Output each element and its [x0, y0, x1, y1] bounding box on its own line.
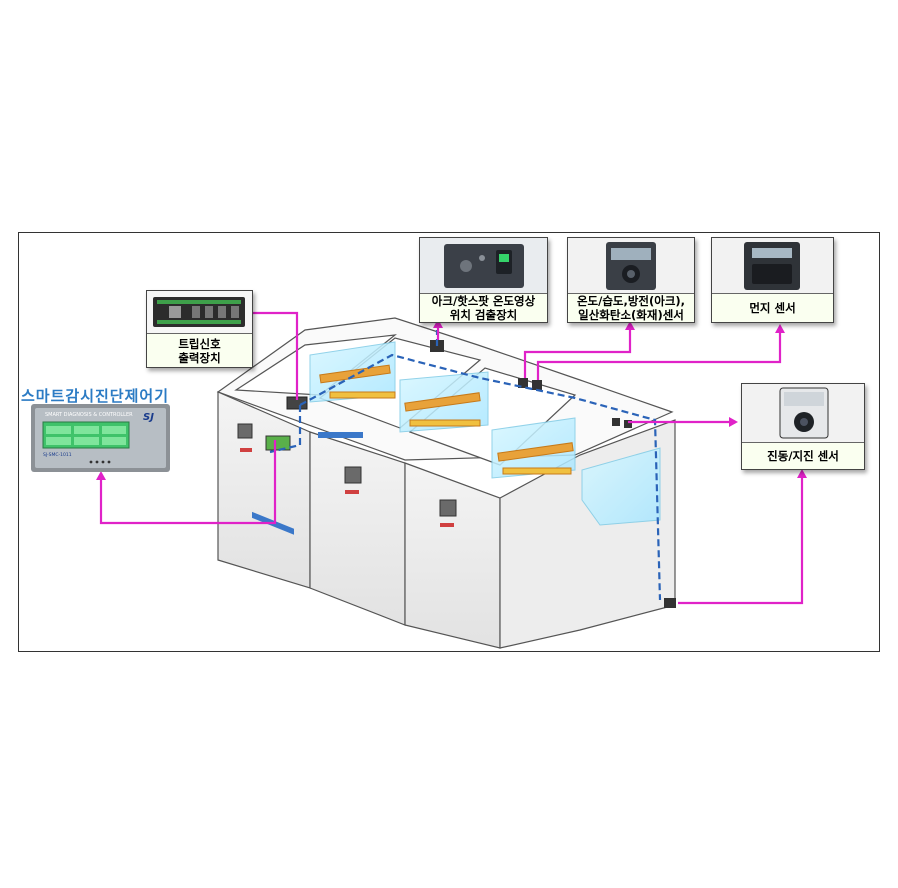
controller-panel-model: SJ-SMC-1011 [43, 452, 72, 458]
vib-sensor-caption: 진동/지진 센서 [742, 442, 864, 469]
env-caption-line-2: 일산화탄소(화재)센서 [578, 308, 684, 322]
glass-side [581, 447, 661, 526]
arc-device-caption: 아크/핫스팟 온도영상 위치 검출장치 [420, 293, 547, 322]
device-box-arc: 아크/핫스팟 온도영상 위치 검출장치 [419, 237, 548, 323]
indicator-1 [240, 448, 252, 452]
vib-sensor-image [742, 384, 864, 442]
link-env-arrowhead [625, 321, 635, 330]
link-dust [536, 330, 782, 380]
device-box-env: 온도/습도,방전(아크), 일산화탄소(화재)센서 [567, 237, 695, 323]
link-controller [99, 440, 277, 525]
front-panel-details [237, 340, 676, 608]
link-env [523, 327, 632, 378]
busbar-2 [329, 391, 396, 399]
controller-panel-logo: SJ [143, 412, 154, 423]
env-caption-line-1: 온도/습도,방전(아크), [576, 294, 686, 308]
trip-device-caption: 트립신호 출력장치 [147, 333, 252, 367]
controller-title: 스마트감시진단제어기 [21, 387, 170, 405]
device-box-dust: 먼지 센서 [711, 237, 834, 323]
link-dust-2-arrowhead [729, 417, 738, 427]
device-box-trip: 트립신호 출력장치 [146, 290, 253, 368]
vib-caption-line-1: 진동/지진 센서 [767, 449, 839, 463]
env-sensor-on-cabinet-1 [518, 378, 528, 388]
dust-sensor-caption: 먼지 센서 [712, 293, 833, 322]
trip-caption-line-2: 출력장치 [178, 350, 221, 365]
arc-device-image [420, 238, 547, 293]
cabinet-front-1 [217, 391, 311, 589]
dust-sensor-on-cabinet [612, 418, 620, 426]
bus-line-branch-1 [269, 405, 302, 454]
dust-caption-line-1: 먼지 센서 [749, 301, 796, 315]
dust-sensor-on-cabinet-2 [624, 420, 632, 428]
busbar-1 [319, 364, 391, 384]
busbars [319, 364, 574, 475]
controller-panel-header: SMART DIAGNOSIS & CONTROLLER [45, 412, 133, 418]
busbar-6 [502, 467, 572, 475]
controller-image: SMART DIAGNOSIS & CONTROLLER SJ SJ-SMC-1… [31, 404, 170, 472]
link-arc-arrowhead [433, 319, 443, 328]
arc-caption-line-2: 위치 검출장치 [449, 308, 518, 322]
busbar-5 [497, 442, 574, 462]
nameplate-2 [318, 432, 363, 438]
env-sensor-on-cabinet-2 [532, 380, 542, 390]
trip-caption-line-1: 트립신호 [178, 336, 221, 351]
busbar-3 [404, 392, 481, 412]
cabinet-front-2 [309, 431, 406, 626]
meter-4 [439, 499, 457, 517]
link-trip [240, 311, 299, 400]
busbar-4 [409, 419, 481, 427]
meter-3 [344, 466, 362, 484]
link-vib [678, 475, 804, 605]
indicator-2 [345, 490, 359, 494]
meter-2 [265, 435, 291, 451]
link-dust-arrowhead [775, 324, 785, 333]
vib-sensor-on-cabinet [664, 598, 676, 608]
dust-sensor-image [712, 238, 833, 293]
link-controller-arrowhead [96, 471, 106, 480]
link-vib-arrowhead [797, 469, 807, 478]
bus-line-main [299, 353, 662, 601]
env-sensor-image [568, 238, 694, 293]
meter-1 [237, 423, 253, 439]
cabinet-front-3 [404, 462, 501, 649]
env-sensor-caption: 온도/습도,방전(아크), 일산화탄소(화재)센서 [568, 293, 694, 322]
arc-caption-line-1: 아크/핫스팟 온도영상 [431, 294, 536, 308]
indicator-3 [440, 523, 454, 527]
device-box-vib: 진동/지진 센서 [741, 383, 865, 470]
trip-device-image [147, 291, 252, 333]
